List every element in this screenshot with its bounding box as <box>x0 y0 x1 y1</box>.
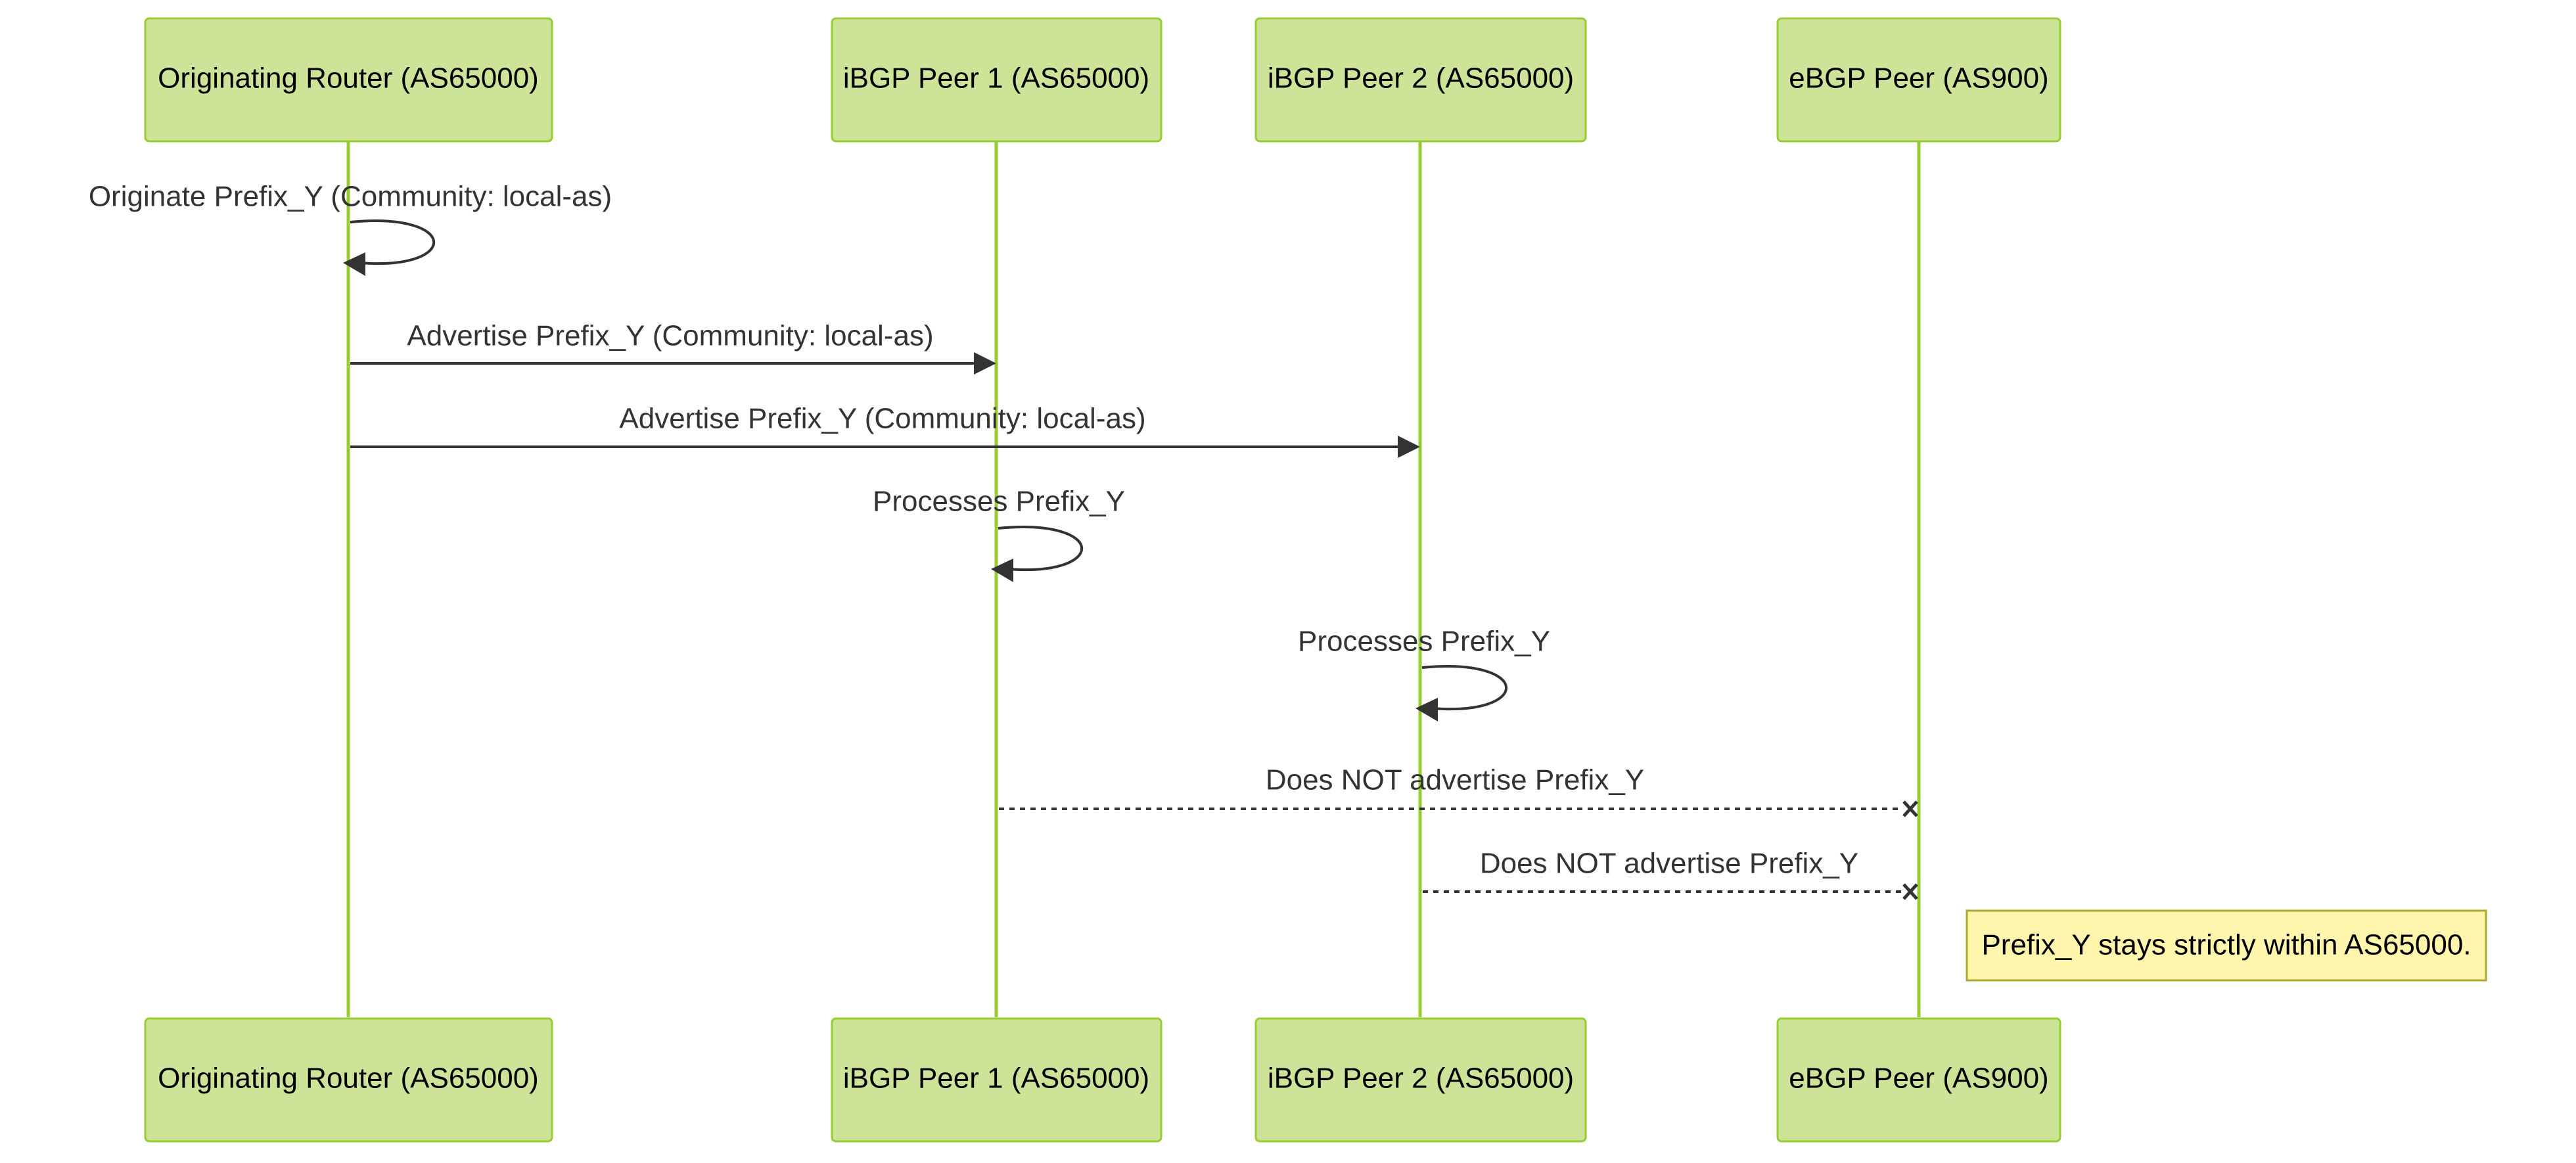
message-advertise-to-ibgp-peer-2: Advertise Prefix_Y (Community: local-as) <box>350 403 1420 458</box>
actor-label: eBGP Peer (AS900) <box>1789 1062 2048 1095</box>
note: Prefix_Y stays strictly within AS65000. <box>1966 909 2487 982</box>
message-label: Processes Prefix_Y <box>873 486 1125 518</box>
actor-bottom-originating-router: Originating Router (AS65000) <box>144 1017 553 1143</box>
message-label: Processes Prefix_Y <box>1298 626 1550 658</box>
actor-label: iBGP Peer 2 (AS65000) <box>1268 62 1574 95</box>
actor-top-originating-router: Originating Router (AS65000) <box>144 17 553 143</box>
actor-label: Originating Router (AS65000) <box>158 1062 539 1095</box>
actor-bottom-ibgp-peer-1: iBGP Peer 1 (AS65000) <box>831 1017 1162 1143</box>
message-originate-prefix: Originate Prefix_Y (Community: local-as) <box>89 181 612 276</box>
message-processes-ibgp-peer-2: Processes Prefix_Y <box>1298 626 1550 721</box>
actor-label: iBGP Peer 1 (AS65000) <box>843 62 1149 95</box>
actor-top-ibgp-peer-1: iBGP Peer 1 (AS65000) <box>831 17 1162 143</box>
message-processes-ibgp-peer-1: Processes Prefix_Y <box>873 486 1125 582</box>
actor-label: iBGP Peer 1 (AS65000) <box>843 1062 1149 1095</box>
message-label: Does NOT advertise Prefix_Y <box>1480 848 1858 880</box>
actor-top-ebgp-peer: eBGP Peer (AS900) <box>1776 17 2061 143</box>
actor-label: Originating Router (AS65000) <box>158 62 539 95</box>
cross-icon <box>1902 883 1918 900</box>
actor-bottom-ibgp-peer-2: iBGP Peer 2 (AS65000) <box>1254 1017 1587 1143</box>
message-label: Does NOT advertise Prefix_Y <box>1266 764 1644 796</box>
arrowhead-icon <box>991 559 1013 582</box>
arrowhead-icon <box>343 252 365 276</box>
message-not-advertise-from-ibgp-peer-2: Does NOT advertise Prefix_Y <box>1423 848 1918 900</box>
note-text: Prefix_Y stays strictly within AS65000. <box>1981 929 2471 961</box>
actor-bottom-ebgp-peer: eBGP Peer (AS900) <box>1776 1017 2061 1143</box>
arrowhead-icon <box>1398 436 1420 458</box>
actor-top-ibgp-peer-2: iBGP Peer 2 (AS65000) <box>1254 17 1587 143</box>
cross-icon <box>1902 800 1918 817</box>
arrowhead-icon <box>974 352 996 375</box>
message-label: Advertise Prefix_Y (Community: local-as) <box>407 320 933 352</box>
arrowhead-icon <box>1415 698 1438 721</box>
actor-label: eBGP Peer (AS900) <box>1789 62 2048 95</box>
message-advertise-to-ibgp-peer-1: Advertise Prefix_Y (Community: local-as) <box>350 320 996 375</box>
message-label: Originate Prefix_Y (Community: local-as) <box>89 181 612 213</box>
message-not-advertise-from-ibgp-peer-1: Does NOT advertise Prefix_Y <box>999 764 1918 817</box>
actor-label: iBGP Peer 2 (AS65000) <box>1268 1062 1574 1095</box>
message-label: Advertise Prefix_Y (Community: local-as) <box>619 403 1145 435</box>
